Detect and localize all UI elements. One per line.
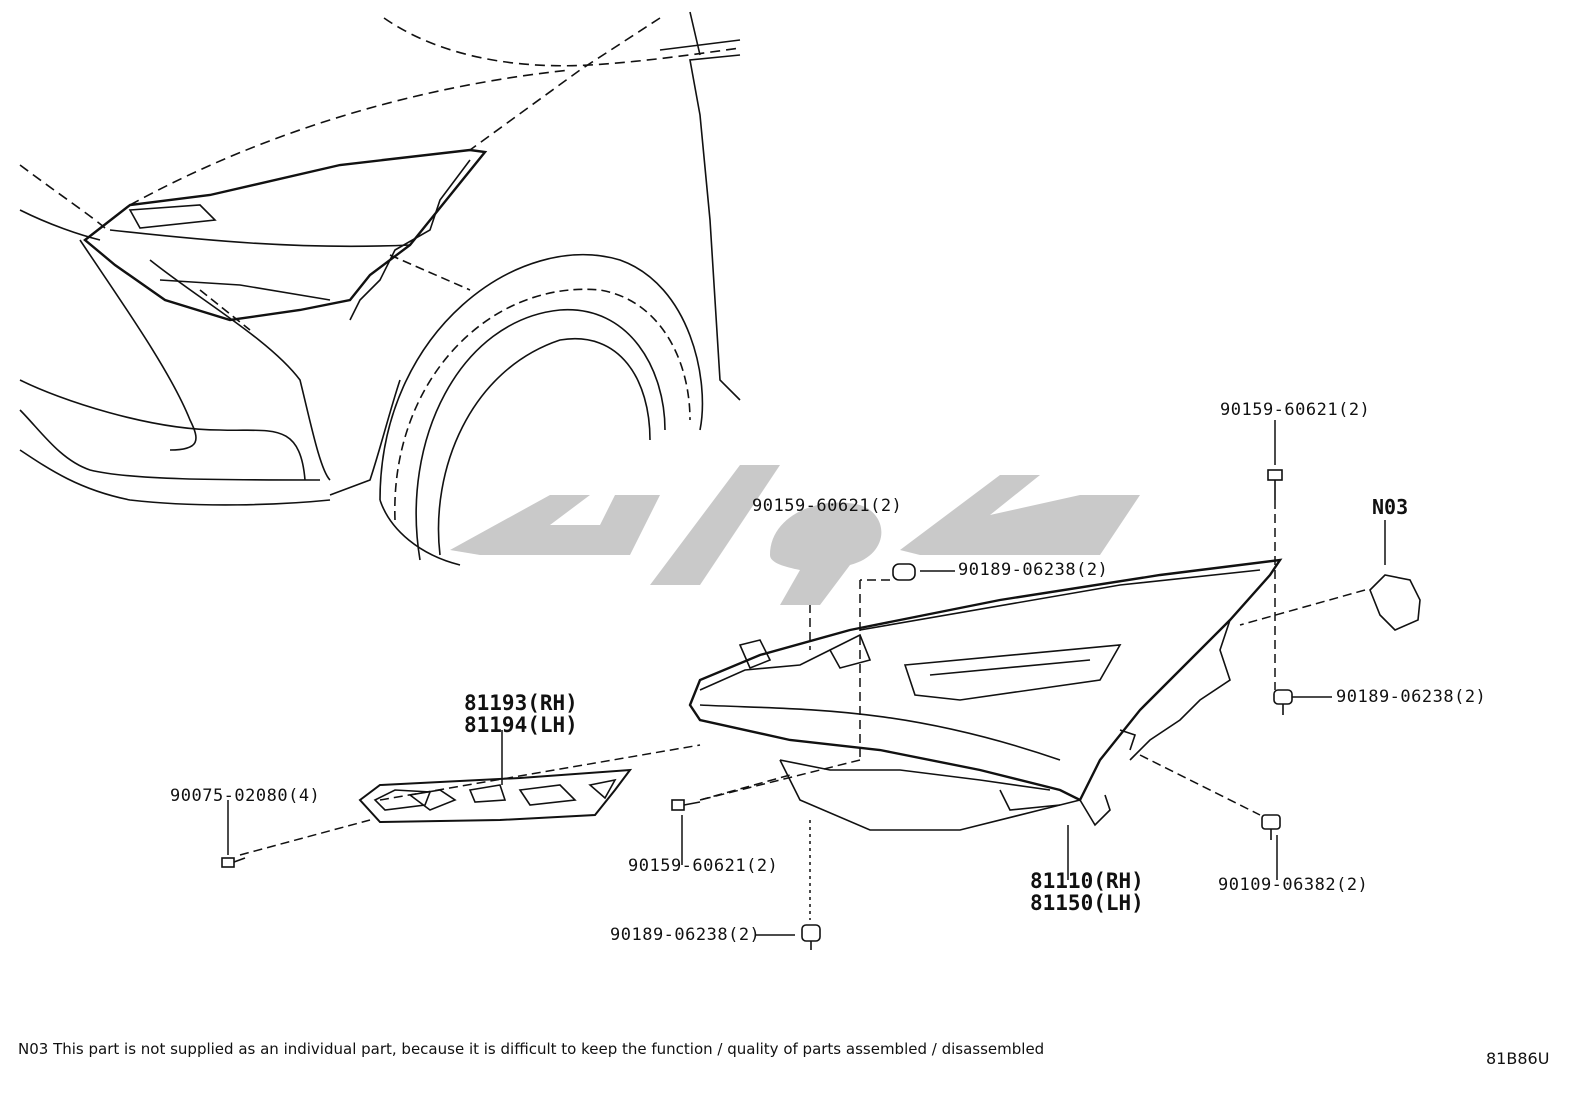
part-label-top-clip: 90189-06238(2) <box>958 560 1109 580</box>
part-label-top-screw: 90159-60621(2) <box>1220 400 1371 420</box>
wheel-arch <box>379 254 704 566</box>
part-number-lamp-rh: 81110(RH) <box>1030 869 1144 893</box>
actuator-icon <box>1369 574 1421 631</box>
leader-lines <box>227 420 1386 936</box>
part-number-lamp-lh: 81150(LH) <box>1030 891 1144 915</box>
part-label-n03: N03 <box>1372 495 1409 519</box>
screw-icon <box>221 857 246 868</box>
part-label-left-screw: 90075-02080(4) <box>170 786 321 806</box>
part-label-lower-screw: 90159-60621(2) <box>628 856 779 876</box>
screw-icon <box>1267 469 1283 500</box>
part-number-cover-lh: 81194(LH) <box>464 713 578 737</box>
clip-icon <box>801 924 821 950</box>
part-label-right-clip: 90189-06238(2) <box>1336 687 1487 707</box>
watermark-logo <box>450 465 1140 605</box>
vehicle-outline <box>19 11 741 506</box>
vehicle-headlamp <box>83 148 488 331</box>
clip-icon <box>892 563 916 581</box>
part-label-bolt: 90109-06382(2) <box>1218 875 1369 895</box>
diagram-code: 81B86U <box>1486 1049 1550 1068</box>
headlamp-assembly <box>688 558 1283 831</box>
screw-icon <box>671 799 701 811</box>
clip-icon <box>1273 689 1293 715</box>
part-number-cover-rh: 81193(RH) <box>464 691 578 715</box>
part-label-headlamp: 81110(RH) 81150(LH) <box>1030 870 1144 914</box>
bolt-icon <box>1261 814 1281 840</box>
part-label-bottom-clip: 90189-06238(2) <box>610 925 761 945</box>
part-label-cover: 81193(RH) 81194(LH) <box>464 692 578 736</box>
part-label-center-screw: 90159-60621(2) <box>752 496 903 516</box>
footnote-text: N03 This part is not supplied as an indi… <box>18 1040 1045 1058</box>
